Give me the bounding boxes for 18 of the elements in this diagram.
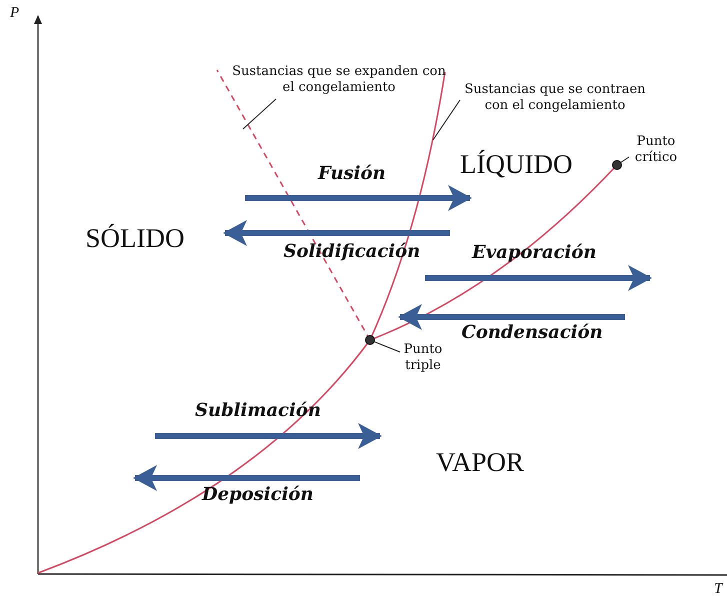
axis-label: T — [714, 580, 722, 598]
axis-label: P — [10, 4, 20, 22]
phase-label: VAPOR — [436, 446, 524, 478]
leader-line — [242, 98, 276, 130]
annotation-text: Punto crítico — [626, 134, 686, 166]
critical-point-dot — [612, 160, 622, 170]
process-label: Deposición — [202, 484, 314, 506]
phase-label: SÓLIDO — [86, 222, 184, 254]
annotation-text: Punto triple — [396, 342, 450, 374]
annotation-text: Sustancias que se contraen con el congelamiento — [452, 82, 658, 114]
phase-label: LÍQUIDO — [460, 148, 572, 180]
leader-line — [432, 100, 460, 140]
leader-line — [620, 156, 630, 163]
triple-point-dot — [365, 335, 375, 345]
annotation-text: Sustancias que se expanden con el congelamiento — [232, 64, 446, 96]
process-label: Condensación — [462, 322, 603, 344]
process-label: Fusión — [318, 163, 386, 185]
leader-line — [374, 341, 400, 352]
